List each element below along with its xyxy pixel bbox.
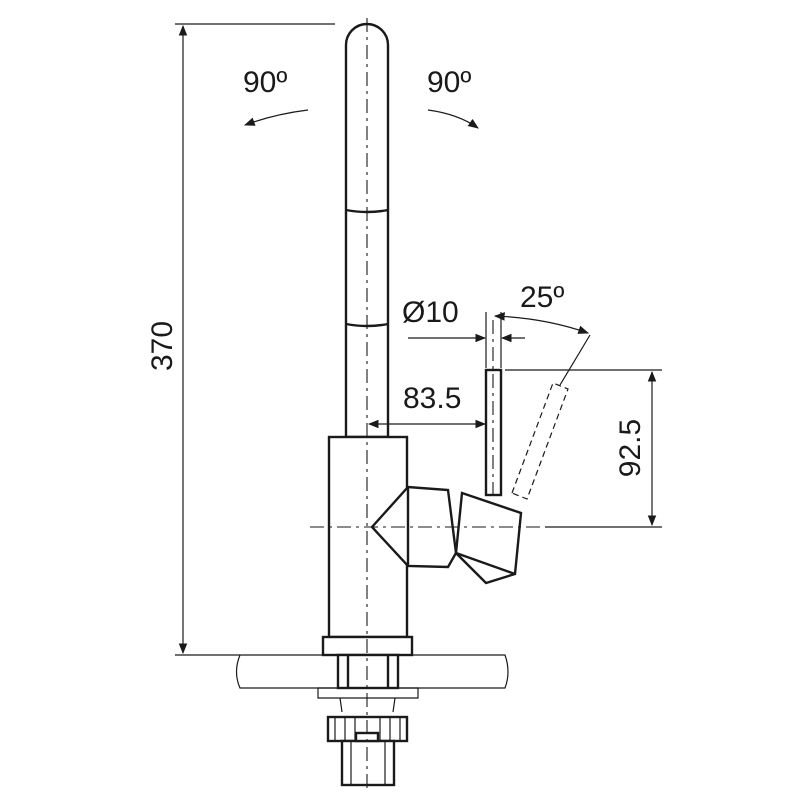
handle-lever-tilted — [511, 382, 569, 500]
curved-arrow-left-icon — [243, 109, 309, 126]
fixing-plate-ridges — [334, 717, 401, 741]
countertop-right — [397, 654, 509, 689]
angle-arc — [493, 312, 590, 334]
connector-block — [340, 739, 396, 787]
dimension-height: 370 — [146, 23, 335, 656]
angle-label: 25º — [520, 281, 564, 314]
dimension-angle: 25º — [493, 281, 591, 386]
curved-arrow-right-icon — [427, 109, 479, 129]
spout-tube — [344, 22, 390, 439]
handle-knob — [454, 491, 523, 585]
washer-bolts — [339, 697, 396, 713]
dimension-diameter: Ø10 — [402, 296, 525, 368]
countertop-left — [235, 654, 339, 689]
handle-knob-edge — [455, 551, 516, 576]
connector-lines — [350, 741, 386, 785]
rotation-left-label: 90º — [243, 66, 287, 99]
washer — [317, 687, 419, 699]
mount-nut-lines — [346, 655, 390, 688]
rotation-right-label: 90º — [427, 66, 471, 99]
center-lines — [310, 18, 545, 790]
lever-height-label: 92.5 — [614, 419, 647, 477]
rotation-indicators: 90º 90º — [243, 66, 479, 129]
offset-label: 83.5 — [403, 382, 461, 415]
dimension-offset: 83.5 — [367, 382, 487, 429]
height-label: 370 — [146, 321, 179, 371]
angle-extension — [559, 334, 591, 386]
dimension-lever-height: 92.5 — [505, 369, 662, 528]
diameter-label: Ø10 — [402, 296, 459, 329]
